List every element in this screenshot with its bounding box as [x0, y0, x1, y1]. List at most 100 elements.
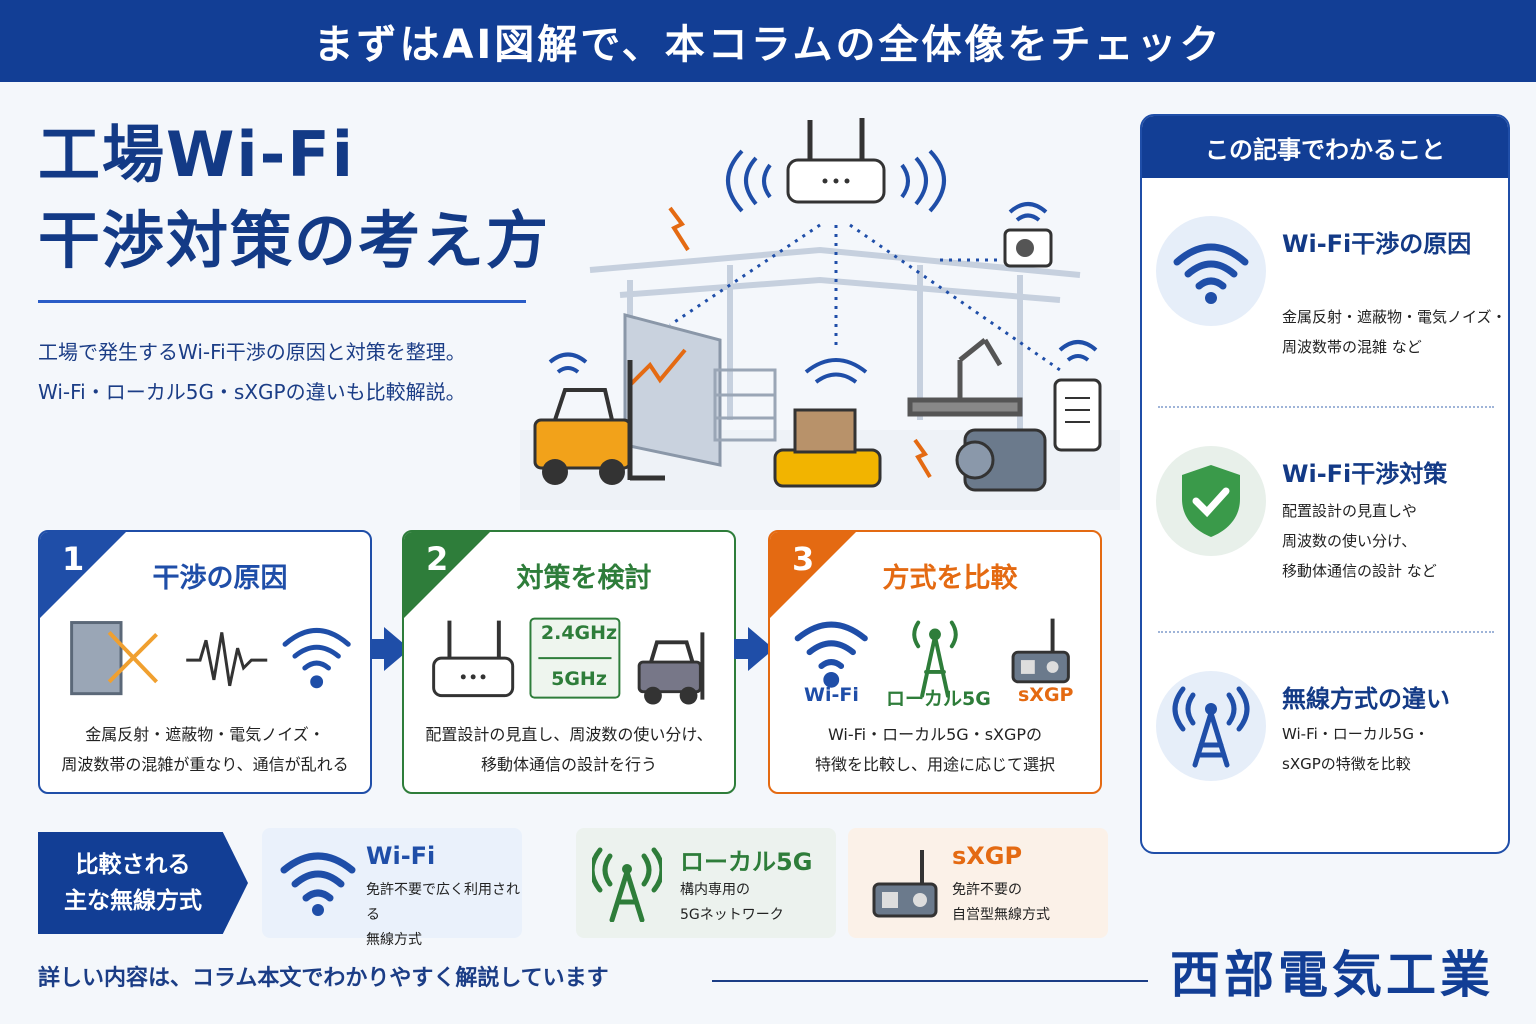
interference-spark-icon [668, 206, 690, 252]
compare-item-desc: 構内専用の 5Gネットワーク [680, 878, 840, 928]
page-title: 工場Wi-Fi 干渉対策の考え方 [38, 112, 550, 284]
compare-item-sxgp: sXGP 免許不要の 自営型無線方式 [848, 828, 1108, 938]
desc-line: Wi-Fi・ローカル5G・ [1282, 725, 1429, 743]
shield-check-icon [1156, 446, 1266, 556]
weak-wifi-icon [282, 628, 351, 689]
title-line-1: 工場Wi-Fi [38, 118, 355, 191]
panel-item-cause: Wi-Fi干渉の原因 金属反射・遮蔽物・電気ノイズ・ 周波数帯の混雑 など [1142, 186, 1508, 386]
desc-line: 金属反射・遮蔽物・電気ノイズ・ [85, 725, 325, 744]
compare-item-title: Wi-Fi [366, 842, 436, 870]
compare-tag: 比較される 主な無線方式 [38, 832, 248, 934]
router-icon [432, 620, 515, 698]
footer-note: 詳しい内容は、コラム本文でわかりやすく解説しています [38, 966, 609, 991]
desc-line: 免許不要の [952, 882, 1022, 898]
desc-line: 配置設計の見直しや [1282, 502, 1417, 520]
step-title: 方式を比較 [882, 563, 1018, 594]
desc-line: 免許不要で広く利用される [366, 882, 520, 923]
band-2-4ghz-label: 2.4GHz [540, 622, 618, 644]
step-icons [70, 621, 351, 696]
compare-item-wifi: Wi-Fi 免許不要で広く利用される 無線方式 [262, 828, 522, 948]
wifi-icon [1156, 216, 1266, 326]
desc-line: Wi-Fi・ローカル5G・sXGPの [827, 725, 1043, 744]
panel-item-title: Wi-Fi干渉の原因 [1282, 230, 1472, 258]
desc-line: 配置設計の見直し、周波数の使い分け、 [425, 725, 713, 744]
noise-wave-icon [186, 632, 268, 687]
sxgp-label: sXGP [1018, 684, 1074, 706]
footer-rule [712, 980, 1148, 982]
panel-item-measures: Wi-Fi干渉対策 配置設計の見直しや 周波数の使い分け、 移動体通信の設計 な… [1142, 416, 1508, 616]
metal-panel-icon [623, 313, 722, 467]
article-summary-panel: この記事でわかること Wi-Fi干渉の原因 金属反射・遮蔽物・電気ノイズ・ 周波… [1140, 114, 1510, 854]
sxgp-device-icon [1011, 618, 1070, 684]
wifi-label: Wi-Fi [804, 684, 859, 706]
compare-tag-line: 比較される [75, 852, 191, 878]
compare-tag-line: 主な無線方式 [64, 888, 202, 914]
motor-icon [913, 428, 1047, 492]
lead-text: 工場で発生するWi-Fi干渉の原因と対策を整理。 Wi-Fi・ローカル5G・sX… [38, 332, 466, 412]
step-icons [432, 617, 705, 705]
title-divider [38, 300, 526, 303]
compare-item-title: ローカル5G [680, 848, 813, 876]
step-title: 干渉の原因 [152, 563, 288, 594]
step-desc: 配置設計の見直し、周波数の使い分け、 移動体通信の設計を行う [404, 720, 734, 780]
local5g-label: ローカル5G [886, 688, 991, 710]
desc-line: 移動体通信の設計 など [1282, 562, 1437, 580]
panel-item-desc: 金属反射・遮蔽物・電気ノイズ・ 周波数帯の混雑 など [1282, 302, 1507, 362]
wifi-icon [280, 852, 356, 916]
desc-line: sXGPの特徴を比較 [1282, 755, 1411, 773]
panel-item-desc: Wi-Fi・ローカル5G・ sXGPの特徴を比較 [1282, 719, 1507, 779]
desc-line: 金属反射・遮蔽物・電気ノイズ・ [1282, 308, 1507, 326]
step-icons [794, 618, 1070, 698]
step-card-compare: 3 方式を比較 Wi-Fi ローカル5G sXGP Wi-Fi・ローカル5G・s… [768, 530, 1102, 794]
lead-line-1: 工場で発生するWi-Fi干渉の原因と対策を整理。 [38, 340, 466, 364]
sxgp-device-icon [872, 850, 938, 918]
wifi-icon [794, 621, 868, 688]
panel-item-title: Wi-Fi干渉対策 [1282, 460, 1448, 488]
step-desc: Wi-Fi・ローカル5G・sXGPの 特徴を比較し、用途に応じて選択 [770, 720, 1100, 780]
desc-line: 周波数帯の混雑 など [1282, 338, 1422, 356]
lead-line-2: Wi-Fi・ローカル5G・sXGPの違いも比較解説。 [38, 380, 466, 404]
camera-icon [1003, 202, 1053, 268]
signal-waves-icon [726, 149, 946, 213]
shelf-icon [713, 368, 777, 442]
agv-robot-icon [773, 358, 882, 488]
antenna-tower-icon [1156, 671, 1266, 781]
desc-line: 無線方式 [366, 932, 422, 948]
antenna-tower-icon [912, 620, 958, 698]
tablet-icon [1053, 340, 1102, 452]
panel-item-methods: 無線方式の違い Wi-Fi・ローカル5G・ sXGPの特徴を比較 [1142, 641, 1508, 841]
forklift-icon [533, 352, 665, 485]
compare-item-desc: 免許不要で広く利用される 無線方式 [366, 878, 526, 953]
metal-panel-icon [70, 621, 159, 696]
step-number: 3 [792, 540, 815, 578]
desc-line: 周波数の使い分け、 [1282, 532, 1417, 550]
compare-item-title: sXGP [952, 842, 1023, 870]
desc-line: 構内専用の [680, 882, 750, 898]
panel-divider [1158, 406, 1494, 408]
company-logo: 西部電気工業 [1170, 946, 1494, 1004]
panel-item-title: 無線方式の違い [1282, 685, 1450, 713]
title-line-2: 干渉対策の考え方 [38, 204, 551, 277]
step-number: 2 [426, 540, 449, 578]
panel-item-desc: 配置設計の見直しや 周波数の使い分け、 移動体通信の設計 など [1282, 496, 1507, 586]
panel-divider [1158, 631, 1494, 633]
step-card-measures: 2 対策を検討 2.4GHz 5GHz 配置設計の見直し、周波数の使い分け、 移… [402, 530, 736, 794]
desc-line: 周波数帯の混雑が重なり、通信が乱れる [61, 755, 349, 774]
step-desc: 金属反射・遮蔽物・電気ノイズ・ 周波数帯の混雑が重なり、通信が乱れる [40, 720, 370, 780]
desc-line: 自営型無線方式 [952, 907, 1050, 923]
top-banner: まずはAI図解で、本コラムの全体像をチェック [0, 0, 1536, 82]
antenna-tower-icon [592, 847, 662, 922]
step-card-cause: 1 干渉の原因 金属反射・遮蔽物・電気ノイズ・ 周波数帯の混雑が重なり、通信が乱… [38, 530, 372, 794]
connection-lines [669, 223, 1061, 372]
desc-line: 5Gネットワーク [680, 907, 784, 923]
band-5ghz-label: 5GHz [551, 668, 607, 690]
warehouse-backdrop-icon [589, 246, 1081, 430]
frequency-band-box [529, 617, 621, 699]
step-corner [40, 532, 126, 618]
step-number: 1 [62, 540, 85, 578]
compare-item-local5g: ローカル5G 構内専用の 5Gネットワーク [576, 828, 836, 938]
step-corner [770, 532, 856, 618]
forklift-icon [637, 632, 705, 705]
panel-header: この記事でわかること [1142, 116, 1508, 178]
compare-item-desc: 免許不要の 自営型無線方式 [952, 878, 1112, 928]
